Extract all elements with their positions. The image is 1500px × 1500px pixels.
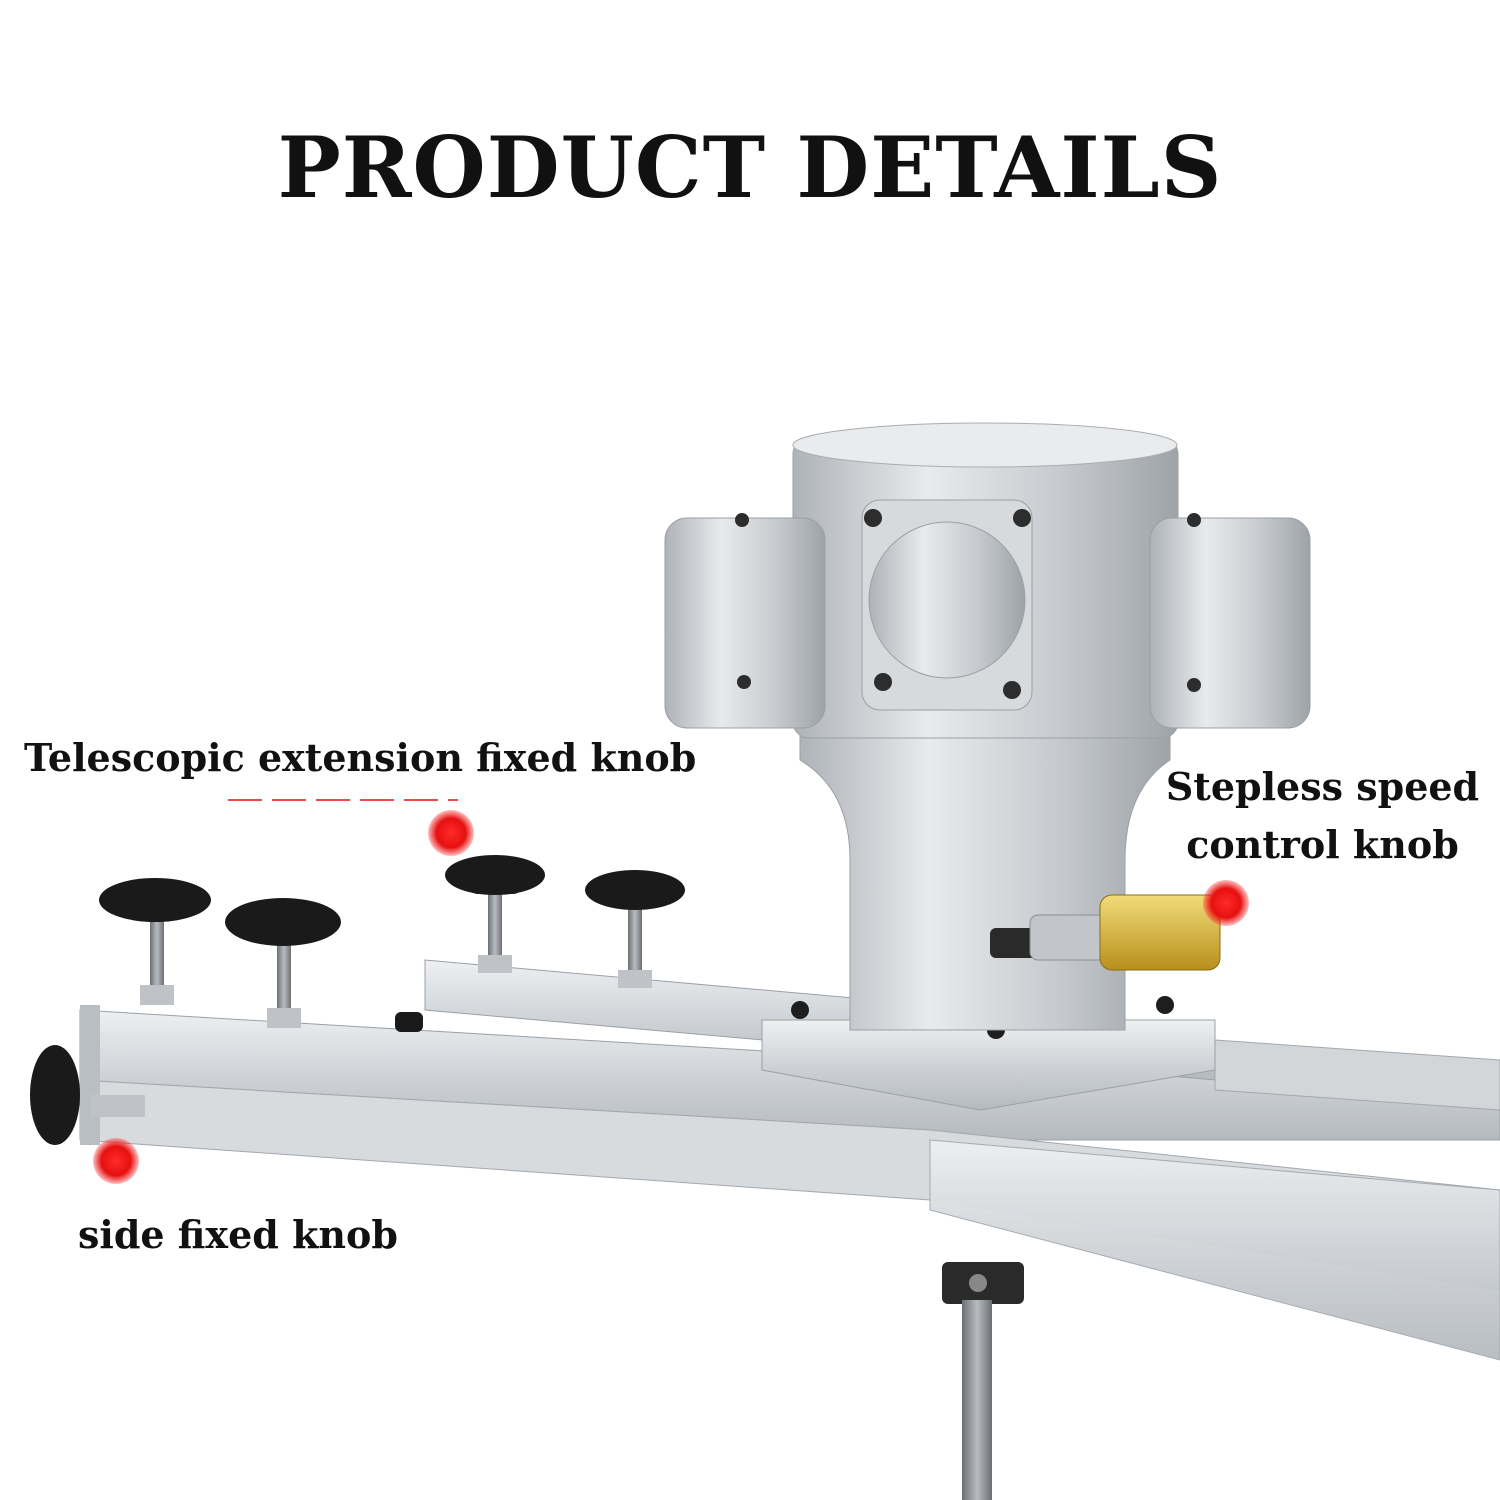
- mount-plate: [761, 996, 1216, 1111]
- knob-1: [99, 878, 211, 1005]
- label-stepless-speed-control-knob: Stepless speed control knob: [1165, 758, 1480, 874]
- knob-4: [585, 870, 685, 988]
- knob-2: [225, 898, 341, 1028]
- marker-stepless-dot: [1203, 880, 1249, 926]
- knob-side: [30, 1045, 145, 1145]
- knob-group: [30, 855, 685, 1145]
- page-title: PRODUCT DETAILS: [277, 118, 1223, 217]
- label-telescopic-extension-fixed-knob: Telescopic extension fixed knob: [24, 735, 697, 780]
- marker-side-dot: [93, 1138, 139, 1184]
- label-stepless-line-2: control knob: [1186, 822, 1459, 867]
- label-side-fixed-knob: side fixed knob: [78, 1212, 398, 1257]
- speed-valve: [990, 894, 1221, 971]
- marker-telescopic-dot: [428, 810, 474, 856]
- knob-3: [445, 855, 545, 973]
- stand-pole: [942, 1262, 1024, 1500]
- label-stepless-line-1: Stepless speed: [1165, 764, 1480, 809]
